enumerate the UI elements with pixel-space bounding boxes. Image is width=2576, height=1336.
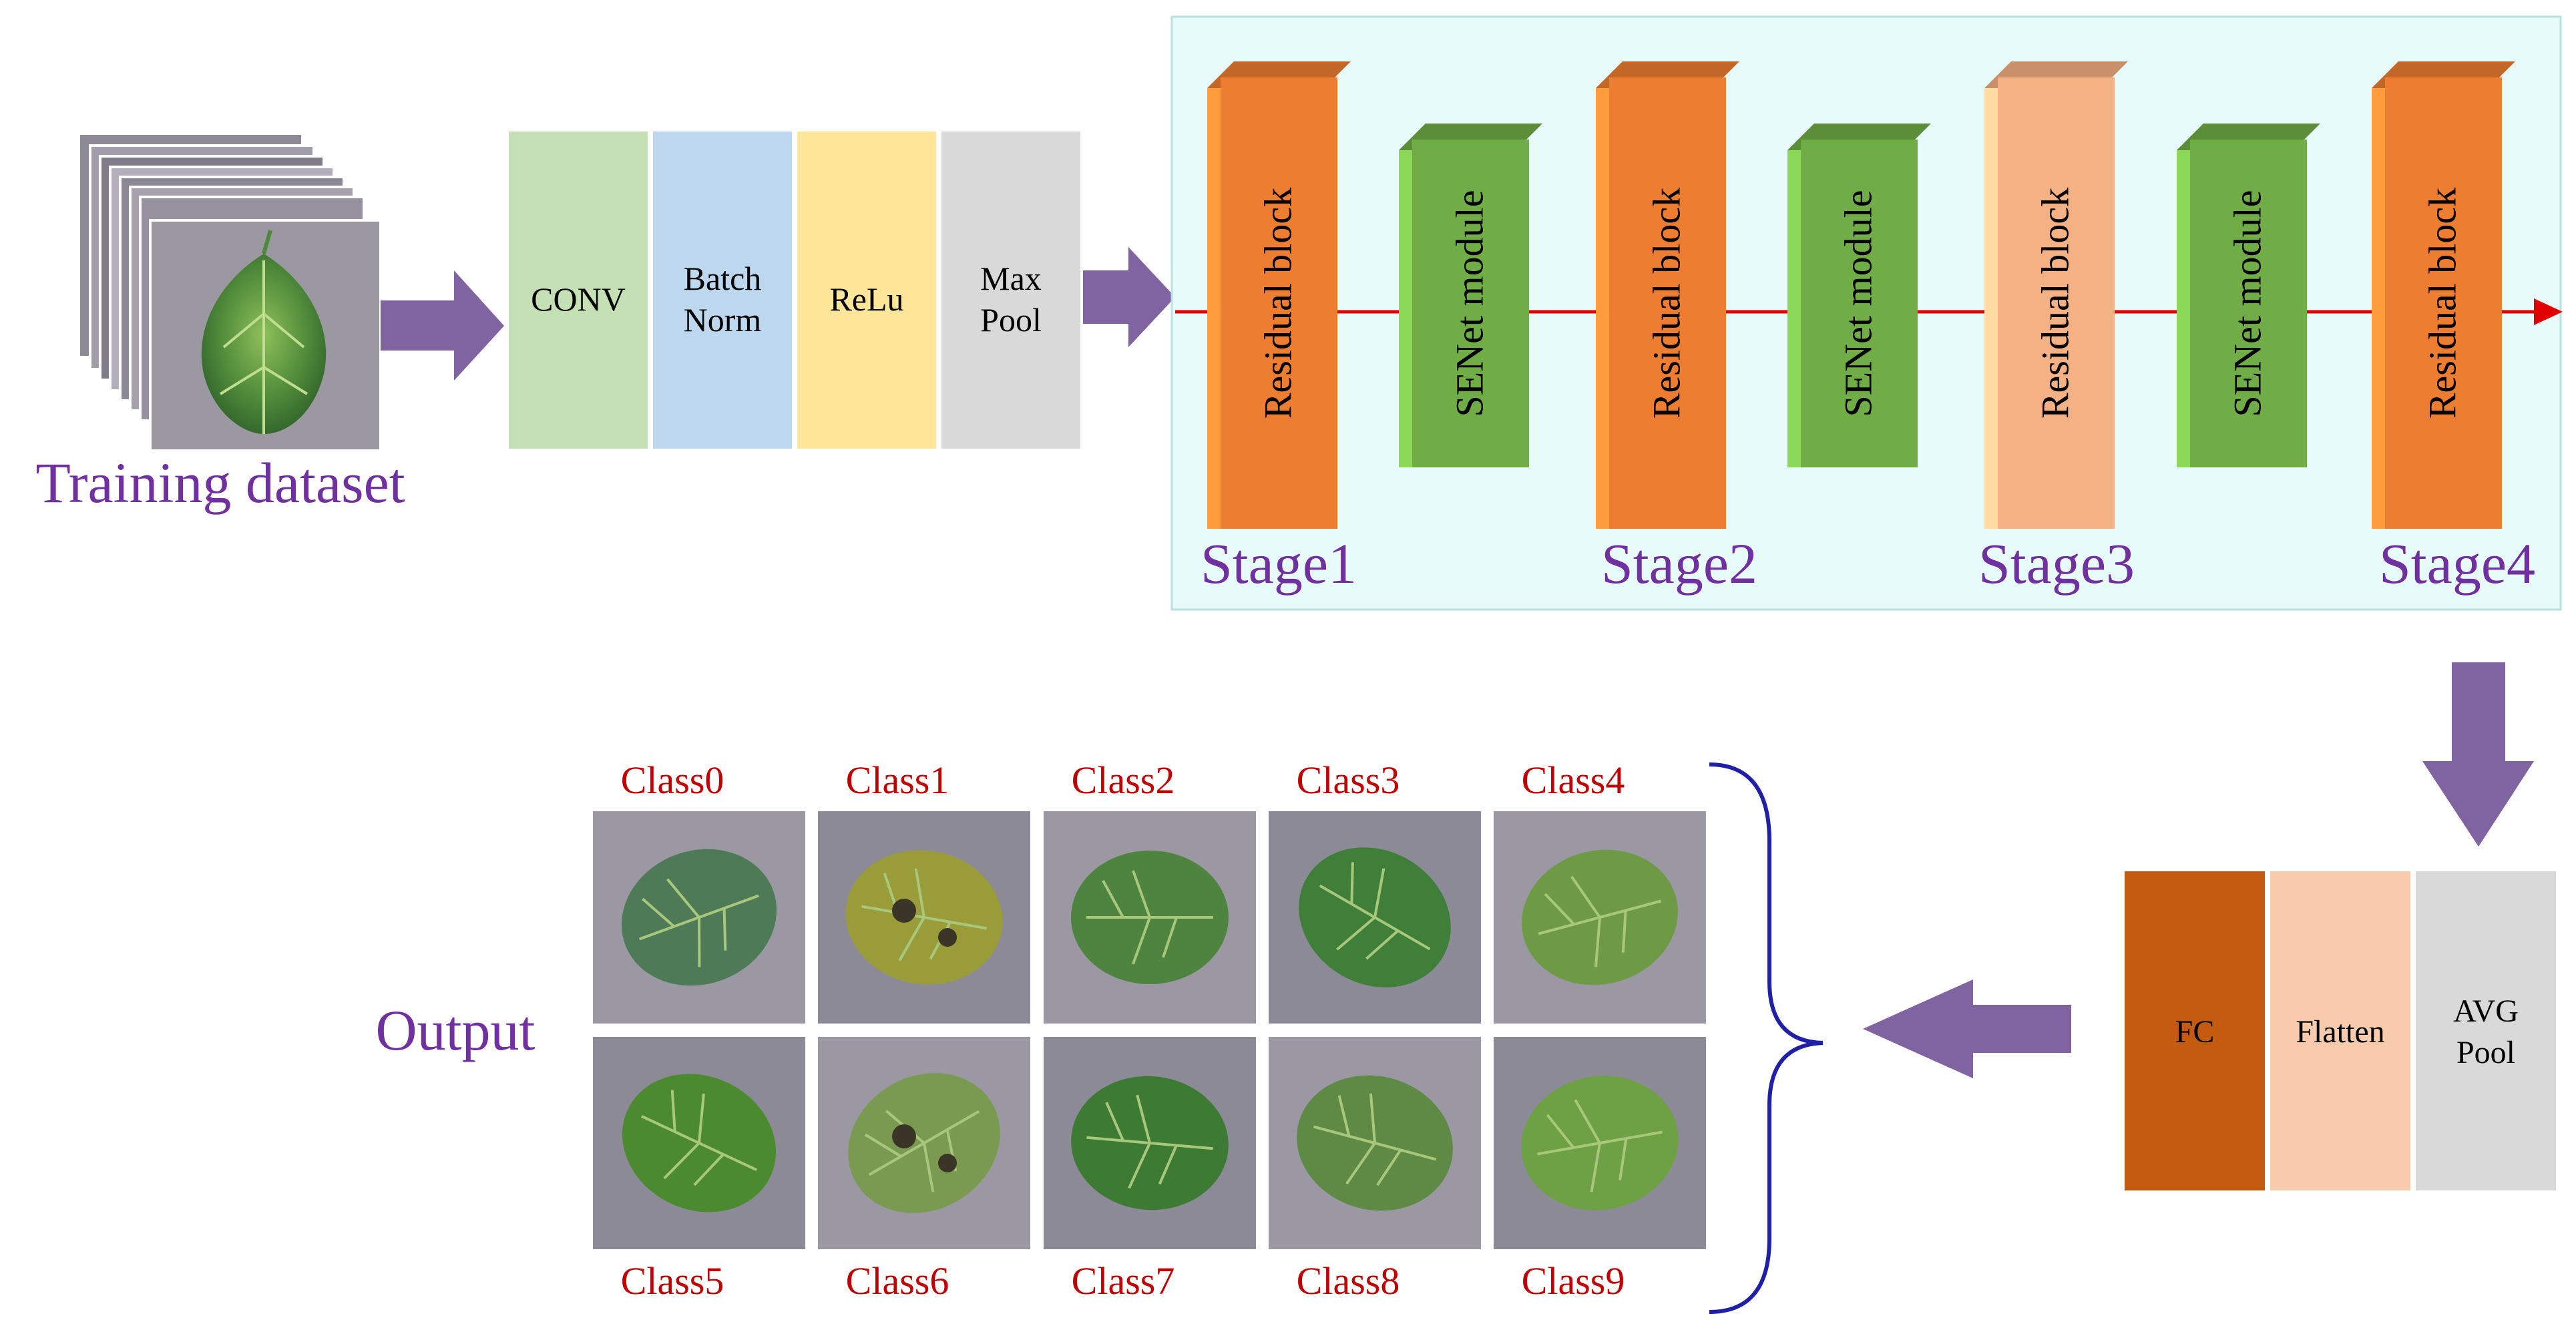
stem-block-label: Norm xyxy=(684,301,762,339)
class-label: Class0 xyxy=(621,758,724,802)
head-block xyxy=(2270,871,2410,1190)
residual-block: Residual block xyxy=(2372,61,2515,529)
arrow-to-output xyxy=(1863,979,2071,1078)
stem-block xyxy=(509,132,648,449)
senet-module: SENet module xyxy=(2177,124,2320,467)
class-sample-image xyxy=(593,811,805,1024)
class-label: Class8 xyxy=(1297,1259,1400,1303)
class-label: Class4 xyxy=(1522,758,1625,802)
residual-block-label: Residual block xyxy=(1257,188,1300,419)
class-label: Class6 xyxy=(846,1259,949,1303)
residual-block: Residual block xyxy=(1984,61,2128,529)
output-caption: Output xyxy=(376,998,535,1062)
class-label: Class1 xyxy=(846,758,949,802)
stem-block xyxy=(941,132,1080,449)
senet-module-label: SENet module xyxy=(1837,190,1880,417)
head-block-label: AVG xyxy=(2453,993,2519,1029)
stage-label: Stage1 xyxy=(1201,531,1357,596)
head-block-label: Flatten xyxy=(2296,1014,2384,1050)
residual-block-label: Residual block xyxy=(2034,188,2077,419)
senet-module-label: SENet module xyxy=(2226,190,2270,417)
head-block xyxy=(2416,871,2556,1190)
senet-module-label: SENet module xyxy=(1448,190,1492,417)
training-dataset-stack xyxy=(77,132,382,452)
senet-module: SENet module xyxy=(1787,124,1931,467)
residual-block: Residual block xyxy=(1207,61,1351,529)
class-sample-image xyxy=(1044,1037,1256,1249)
backbone-blocks: Residual block Residual block Residual blo… xyxy=(1201,61,2535,596)
stem-block-label: ReLu xyxy=(829,280,903,318)
arrow-to-backbone xyxy=(1083,247,1175,347)
residual-block: Residual block xyxy=(1596,61,1739,529)
class-label: Class2 xyxy=(1072,758,1175,802)
stage-label: Stage2 xyxy=(1601,531,1757,596)
class-label: Class5 xyxy=(621,1259,724,1303)
stage-label: Stage3 xyxy=(1978,531,2135,596)
residual-block-label: Residual block xyxy=(1645,188,1689,419)
output-brace xyxy=(1709,762,1823,1314)
arrow-to-stem xyxy=(381,270,504,381)
class-sample-image xyxy=(1269,1037,1481,1249)
arrow-to-head xyxy=(2422,662,2534,847)
leaf-image xyxy=(201,230,327,434)
stem-block-label: Pool xyxy=(980,301,1042,339)
stem-block-label: Max xyxy=(980,260,1042,297)
senet-module: SENet module xyxy=(1399,124,1542,467)
class-sample-image xyxy=(1044,811,1256,1024)
stem-block-label: CONV xyxy=(531,280,626,318)
class-sample-image xyxy=(1269,811,1481,1024)
flow-arrowhead xyxy=(2534,298,2563,325)
head-block xyxy=(2125,871,2265,1190)
class-sample-image xyxy=(593,1037,805,1249)
stem-block xyxy=(653,132,792,449)
head-blocks: FC Flatten AVG Pool xyxy=(2125,871,2556,1190)
training-dataset-caption: Training dataset xyxy=(35,451,405,515)
stem-block xyxy=(797,132,936,449)
class-label: Class7 xyxy=(1072,1259,1175,1303)
head-block-label: FC xyxy=(2175,1014,2215,1050)
residual-block-label: Residual block xyxy=(2421,188,2464,419)
class-sample-image xyxy=(1494,1037,1706,1249)
class-sample-image xyxy=(1494,811,1706,1024)
stem-block-label: Batch xyxy=(684,260,762,297)
class-label: Class9 xyxy=(1522,1259,1625,1303)
class-sample-image xyxy=(818,811,1030,1024)
class-sample-image xyxy=(818,1037,1030,1249)
class-label: Class3 xyxy=(1297,758,1400,802)
head-block-label: Pool xyxy=(2456,1035,2515,1070)
stage-label: Stage4 xyxy=(2379,531,2535,596)
